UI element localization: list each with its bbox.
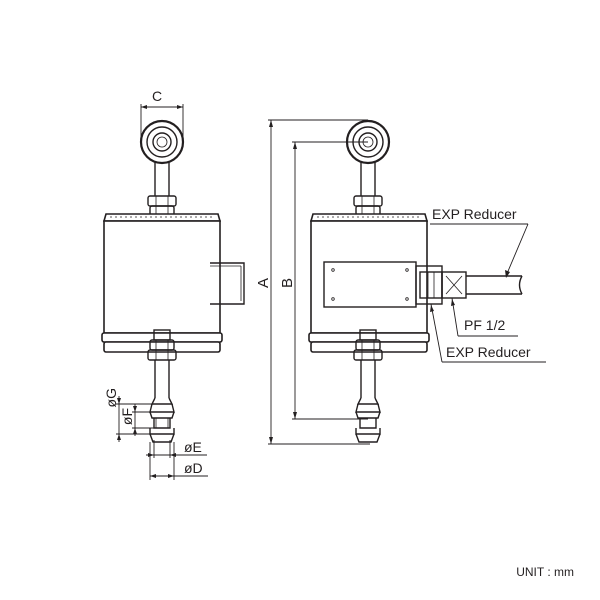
lower-stud-side: [353, 329, 383, 443]
dim-g-f: øG øF: [103, 388, 160, 442]
side-view: A B EXP Reducer PF 1/2: [255, 119, 546, 445]
dim-b: B: [279, 141, 368, 420]
dim-a: A: [255, 119, 370, 445]
dim-d-label: øD: [184, 460, 203, 476]
top-flange-front: [102, 213, 222, 222]
callout-exp-reducer-top-text: EXP Reducer: [432, 206, 517, 222]
callout-pf-thread-text: PF 1/2: [464, 317, 505, 333]
dim-g-label: øG: [103, 388, 119, 407]
callout-exp-reducer-bottom-text: EXP Reducer: [446, 344, 531, 360]
dim-f-label: øF: [119, 408, 135, 425]
lower-stud-front: [147, 329, 177, 443]
cell-body-side: [310, 220, 428, 334]
unit-label: UNIT : mm: [516, 565, 574, 579]
callout-pf-thread: PF 1/2: [451, 297, 518, 337]
dim-c: C: [140, 88, 184, 142]
dim-c-label: C: [152, 88, 162, 104]
cell-body-front: [103, 220, 221, 334]
rod-end-eye-front: [139, 119, 185, 165]
dim-e-label: øE: [184, 439, 202, 455]
dim-a-label: A: [255, 278, 272, 288]
front-view: C øG øF øE: [101, 88, 245, 480]
dim-b-label: B: [279, 278, 296, 288]
cable: [466, 275, 523, 295]
callout-exp-reducer-top: EXP Reducer: [430, 206, 529, 278]
callout-exp-reducer-bottom: EXP Reducer: [430, 303, 546, 363]
dim-e-d: øE øD: [146, 439, 208, 480]
exp-reducer-fitting: [415, 265, 467, 305]
top-flange-side: [309, 213, 429, 222]
side-port-front: [210, 262, 245, 305]
